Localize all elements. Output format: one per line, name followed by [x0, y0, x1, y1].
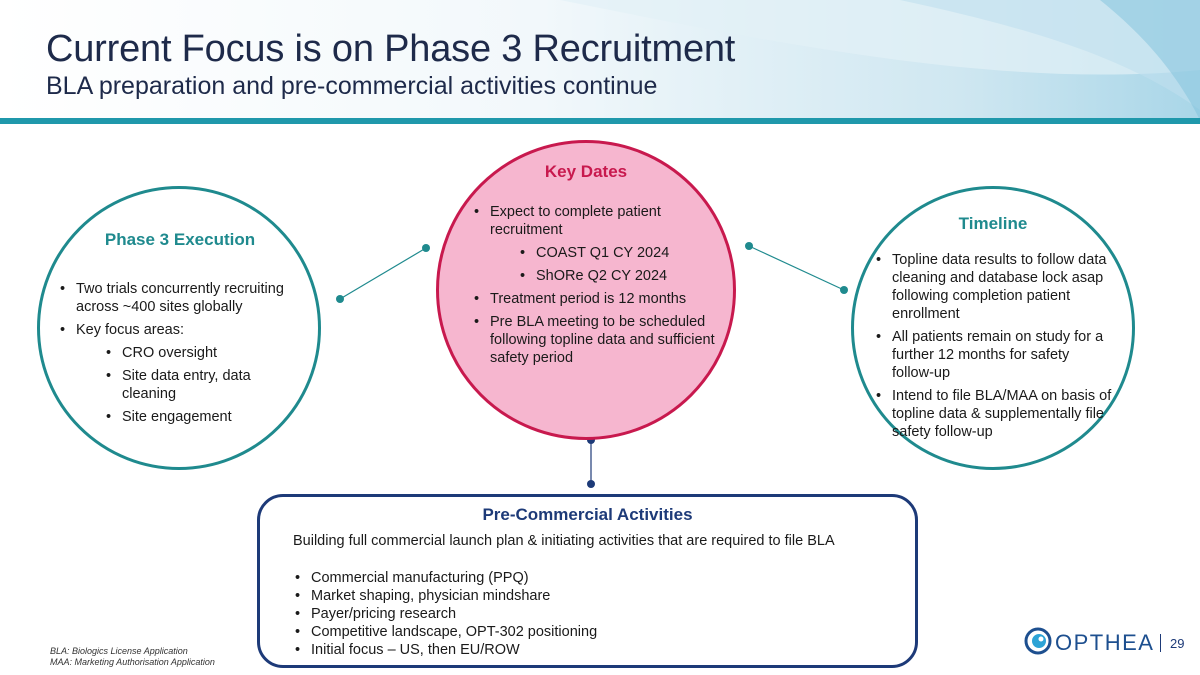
- phase3-execution-circle: [37, 186, 321, 470]
- key-dates-heading: Key Dates: [544, 162, 628, 181]
- page-title: Current Focus is on Phase 3 Recruitment: [46, 28, 736, 70]
- list-item: Site engagement: [104, 408, 308, 426]
- page-number-divider: [1160, 634, 1161, 652]
- page-subtitle: BLA preparation and pre-commercial activ…: [46, 72, 658, 100]
- phase3-list: Two trials concurrently recruiting acros…: [58, 280, 308, 431]
- list-item: Expect to complete patient recruitment: [472, 203, 722, 239]
- precommercial-list: Commercial manufacturing (PPQ) Market sh…: [293, 569, 893, 659]
- header-background: [0, 0, 1200, 124]
- list-item: Site data entry, data cleaning: [104, 367, 272, 403]
- footnote-maa: MAA: Marketing Authorisation Application: [50, 657, 215, 667]
- list-item: Topline data results to follow data clea…: [874, 251, 1114, 323]
- page-number: 29: [1170, 636, 1185, 651]
- list-item: Initial focus – US, then EU/ROW: [293, 641, 893, 659]
- precommercial-box: Pre-Commercial Activities Building full …: [257, 494, 918, 668]
- list-item: Pre BLA meeting to be scheduled followin…: [472, 313, 722, 367]
- list-item: Competitive landscape, OPT-302 positioni…: [293, 623, 893, 641]
- list-item: Intend to file BLA/MAA on basis of topli…: [874, 387, 1114, 441]
- phase3-heading: Phase 3 Execution: [104, 230, 256, 249]
- list-item: Key focus areas:: [58, 321, 308, 339]
- timeline-list: Topline data results to follow data clea…: [874, 251, 1114, 446]
- opthea-logo-text: OPTHEA: [1055, 630, 1155, 655]
- footnote-bla: BLA: Biologics License Application: [50, 646, 188, 656]
- timeline-circle: [851, 186, 1135, 470]
- list-item: Treatment period is 12 months: [472, 290, 722, 308]
- list-item: Commercial manufacturing (PPQ): [293, 569, 893, 587]
- list-item: Payer/pricing research: [293, 605, 893, 623]
- list-item: Two trials concurrently recruiting acros…: [58, 280, 308, 316]
- list-item: COAST Q1 CY 2024: [518, 244, 722, 262]
- list-item: CRO oversight: [104, 344, 308, 362]
- key-dates-list: Expect to complete patient recruitment C…: [472, 203, 722, 372]
- list-item: ShORe Q2 CY 2024: [518, 267, 722, 285]
- precommercial-intro: Building full commercial launch plan & i…: [293, 533, 835, 549]
- opthea-logo-icon: [1024, 627, 1052, 655]
- list-item: All patients remain on study for a furth…: [874, 328, 1114, 382]
- list-item: Market shaping, physician mindshare: [293, 587, 893, 605]
- timeline-heading: Timeline: [958, 214, 1028, 233]
- precommercial-heading: Pre-Commercial Activities: [482, 505, 693, 524]
